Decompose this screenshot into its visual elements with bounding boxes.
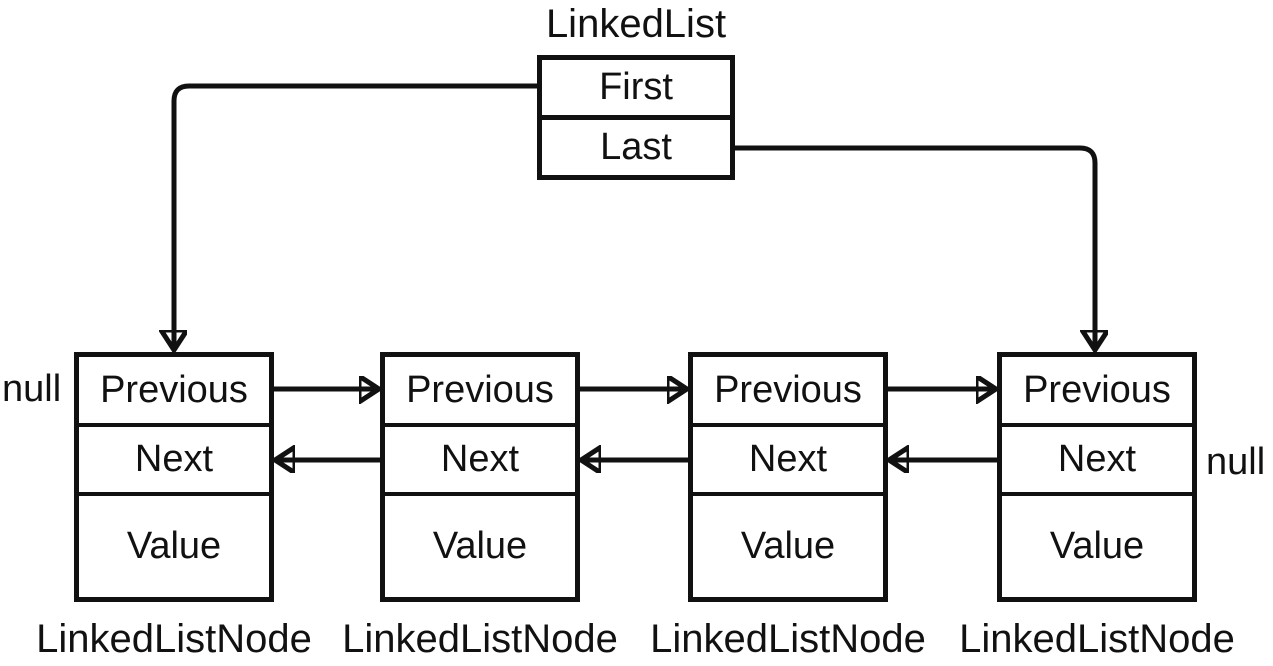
linkedlistnode-box-4: Previous Next Value — [997, 352, 1197, 602]
linkedlistnode-box-3: Previous Next Value — [688, 352, 888, 602]
linkedlistnode-box-1: Previous Next Value — [74, 352, 274, 602]
previous-field: Previous — [1023, 368, 1171, 411]
first-field: First — [599, 66, 673, 108]
value-field: Value — [385, 492, 575, 597]
next-field: Next — [693, 423, 883, 492]
linkedlistnode-label-3: LinkedListNode — [650, 617, 926, 661]
linkedlistnode-label-1: LinkedListNode — [36, 617, 312, 661]
previous-field: Previous — [406, 368, 554, 411]
linkedlistnode-label-2: LinkedListNode — [342, 617, 618, 661]
last-field: Last — [542, 115, 730, 175]
value-field: Value — [1002, 492, 1192, 597]
next-field: Next — [385, 423, 575, 492]
null-label-left: null — [2, 368, 62, 410]
linkedlistnode-label-4: LinkedListNode — [959, 617, 1235, 661]
next-field: Next — [79, 423, 269, 492]
last-pointer-arrow — [735, 145, 1095, 349]
previous-field: Previous — [100, 368, 248, 411]
linkedlist-box: First Last — [537, 55, 735, 180]
first-pointer-arrow — [174, 83, 537, 349]
linkedlistnode-box-2: Previous Next Value — [380, 352, 580, 602]
next-field: Next — [1002, 423, 1192, 492]
null-label-right: null — [1206, 441, 1266, 483]
previous-field: Previous — [714, 368, 862, 411]
linkedlist-title: LinkedList — [545, 2, 727, 46]
value-field: Value — [79, 492, 269, 597]
value-field: Value — [693, 492, 883, 597]
